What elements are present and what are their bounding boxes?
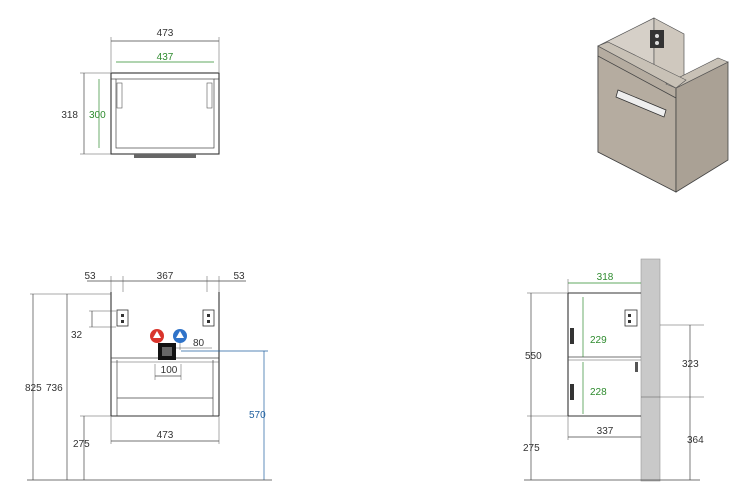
front-drain-height-label: 570 [249, 410, 266, 421]
wall-bracket-icon [116, 309, 129, 327]
top-inner-depth-label: 300 [89, 110, 106, 121]
front-drain-offset-label: 80 [193, 338, 205, 349]
top-outer-width-label: 473 [157, 28, 174, 39]
side-wall-height-a-label: 323 [682, 359, 699, 370]
side-height-label: 550 [525, 351, 542, 362]
side-upper-gap-label: 229 [590, 335, 607, 346]
front-bottom-width-label: 473 [157, 430, 174, 441]
side-wall-height-b-label: 364 [687, 435, 704, 446]
side-bottom-depth-label: 337 [597, 426, 614, 437]
vanity-cabinet-3d-icon [597, 17, 729, 193]
side-floor-clearance-label: 275 [523, 443, 540, 454]
front-floor-clearance-label: 275 [73, 439, 90, 450]
side-top-depth-label: 318 [597, 272, 614, 283]
front-side-right-label: 53 [233, 271, 245, 282]
wall-bracket-icon [202, 309, 215, 327]
front-view: 53 367 53 [25, 271, 272, 481]
wall [640, 258, 661, 482]
side-view: 318 229 228 550 275 337 323 [523, 258, 704, 482]
front-total-height-label: 825 [25, 383, 42, 394]
top-outer-depth-label: 318 [61, 110, 78, 121]
front-center-span-label: 367 [157, 271, 174, 282]
front-bracket-offset-label: 32 [71, 330, 83, 341]
side-lower-gap-label: 228 [590, 387, 607, 398]
drain-outlet-icon [158, 343, 176, 360]
front-side-left-label: 53 [84, 271, 96, 282]
wall-bracket-icon [624, 309, 638, 327]
front-cabinet-height-label: 736 [46, 383, 63, 394]
wall-bracket-icon [650, 30, 664, 48]
cold-water-valve-icon [173, 329, 187, 343]
top-inner-width-label: 437 [157, 52, 174, 63]
hot-water-valve-icon [150, 329, 164, 343]
front-drain-width-label: 100 [161, 365, 178, 376]
top-view: 473 437 318 300 [61, 28, 220, 158]
